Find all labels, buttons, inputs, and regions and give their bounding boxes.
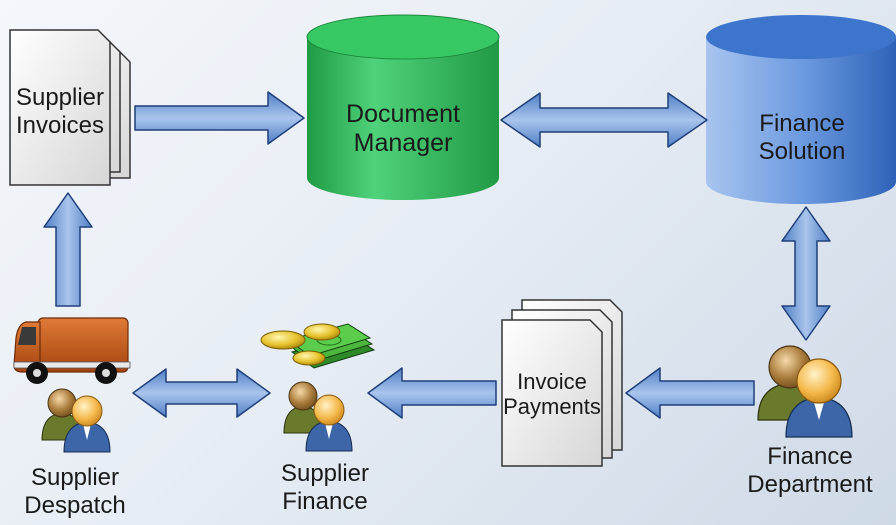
invoice-payments-label-line2: Payments	[503, 394, 601, 420]
supplier-invoices-label-line1: Supplier	[15, 84, 105, 111]
supplier-despatch-delivery-van-icon	[13, 317, 131, 384]
document-manager-database-icon	[306, 14, 500, 200]
arrow-payments-to-supplier-finance	[367, 367, 497, 419]
supplier-invoices-label: Supplier Invoices	[10, 84, 110, 139]
supplier-despatch-label-line1: Supplier	[30, 464, 120, 491]
document-manager-label-line1: Document	[346, 100, 460, 128]
supplier-finance-label-line2: Finance	[282, 487, 368, 515]
arrow-invoices-to-document-manager	[134, 91, 305, 145]
document-manager-label-line2: Manager	[353, 128, 453, 157]
finance-solution-label: Finance Solution	[742, 110, 862, 165]
arrow-supplier-finance-supplier-despatch	[132, 368, 271, 418]
finance-department-label: Finance Department	[728, 443, 892, 498]
arrow-finance-solution-finance-department	[781, 206, 831, 341]
supplier-finance-money-coins-icon	[260, 323, 376, 369]
supplier-despatch-people-icon	[41, 388, 111, 453]
invoice-payments-label: Invoice Payments	[502, 369, 602, 420]
finance-solution-label-line1: Finance	[759, 110, 845, 137]
supplier-invoices-document-stack-icon	[9, 29, 131, 186]
arrow-document-manager-finance-solution	[500, 92, 708, 148]
finance-department-people-icon	[757, 345, 853, 438]
supplier-invoices-label-line2: Invoices	[15, 111, 105, 139]
supplier-finance-people-icon	[283, 381, 353, 452]
arrow-finance-department-to-payments	[625, 367, 755, 419]
supplier-despatch-label-line2: Despatch	[24, 491, 126, 519]
finance-department-label-line1: Finance	[767, 443, 853, 470]
finance-solution-label-line2: Solution	[758, 137, 846, 165]
arrow-despatch-to-invoices	[43, 192, 93, 307]
finance-solution-database-icon	[706, 15, 896, 204]
invoice-payments-label-line1: Invoice	[517, 369, 587, 394]
document-manager-label: Document Manager	[330, 100, 476, 158]
supplier-finance-label-line1: Supplier	[280, 460, 370, 487]
finance-department-label-line2: Department	[747, 470, 873, 498]
supplier-finance-label: Supplier Finance	[250, 460, 400, 515]
supplier-despatch-label: Supplier Despatch	[0, 464, 150, 519]
invoice-payments-document-stack-icon	[501, 299, 623, 467]
